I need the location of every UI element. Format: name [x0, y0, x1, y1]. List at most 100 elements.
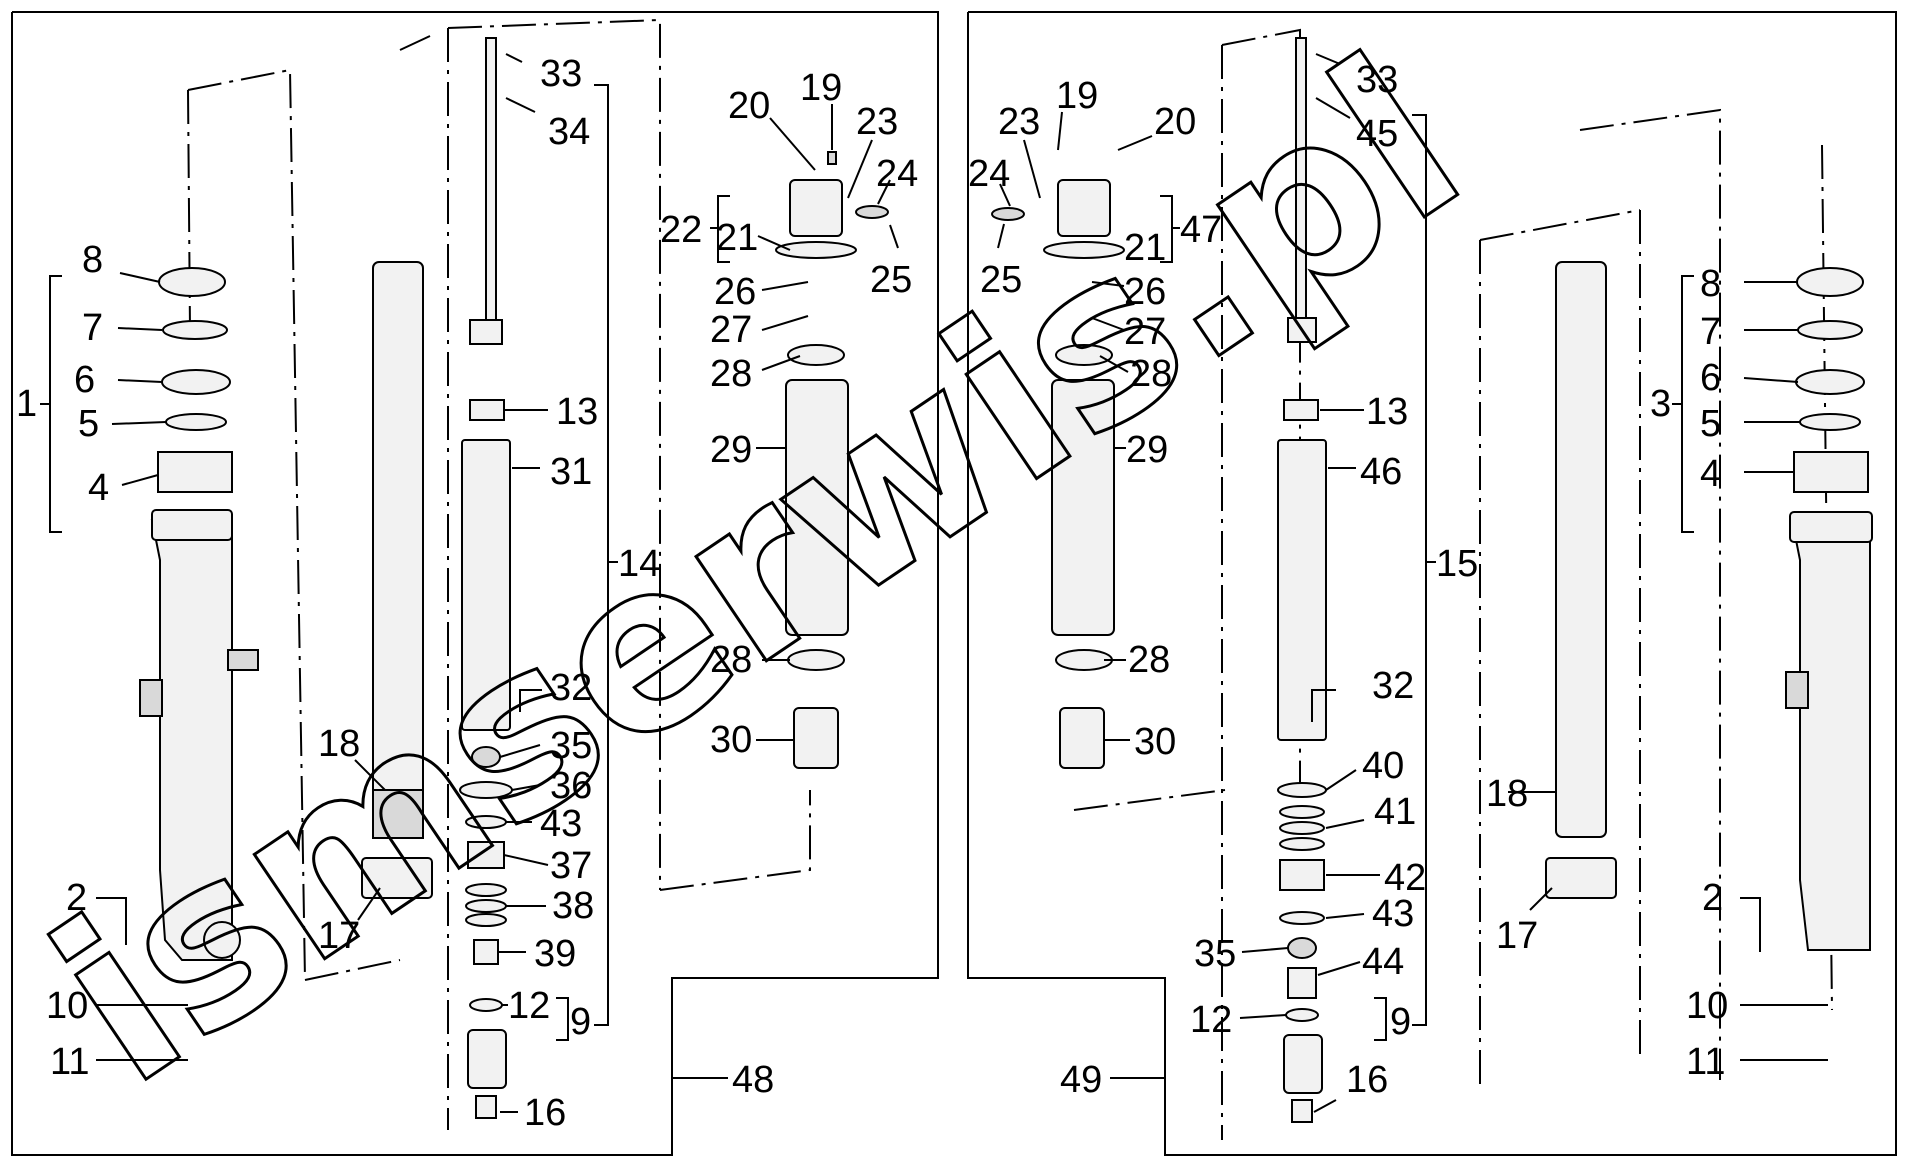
spring-29: [785, 379, 849, 636]
spring-29-r: [1051, 379, 1115, 636]
callout-label: 17: [1496, 915, 1538, 957]
callout-label: 9: [570, 1001, 591, 1043]
callout-label: 18: [1486, 773, 1528, 815]
adjuster-rod-33: [485, 37, 497, 339]
callout-label: 25: [870, 259, 912, 301]
callout-label: 14: [618, 543, 660, 585]
callout-label: 4: [1700, 453, 1721, 495]
callout-label: 28: [710, 639, 752, 681]
callout-label: 20: [728, 85, 770, 127]
callout-label: 15: [1436, 543, 1478, 585]
callout-label: 22: [660, 209, 702, 251]
callout-label: 2: [66, 877, 87, 919]
callout-label: 11: [1686, 1041, 1725, 1083]
stanchion-tube-18-r: [1555, 261, 1607, 838]
spring-24: [855, 205, 889, 219]
callout-label: 3: [1650, 383, 1671, 425]
callout-label: 26: [714, 271, 756, 313]
bottom-cap-9: [467, 1029, 507, 1089]
callout-label: 20: [1154, 101, 1196, 143]
callout-label: 28: [1130, 353, 1172, 395]
callout-label: 33: [540, 53, 582, 95]
callout-label: 32: [1372, 665, 1414, 707]
callout-label: 11: [50, 1041, 89, 1083]
caliper-mount: [139, 679, 163, 717]
callout-label: 30: [710, 719, 752, 761]
callout-label: 45: [1356, 113, 1398, 155]
callout-label: 28: [710, 353, 752, 395]
callout-label: 44: [1362, 941, 1404, 983]
callout-label: 38: [552, 885, 594, 927]
bushing-4-r: [1793, 451, 1869, 493]
callout-label: 27: [1124, 311, 1166, 353]
callout-label: 47: [1180, 209, 1222, 251]
callout-label: 12: [508, 985, 550, 1027]
callout-label: 5: [78, 403, 99, 445]
dust-seal-8-r: [1796, 267, 1864, 297]
callout-label: 40: [1362, 745, 1404, 787]
callout-label: 7: [82, 307, 103, 349]
callout-label: 49: [1060, 1059, 1102, 1101]
callout-label: 35: [550, 725, 592, 767]
callout-label: 27: [710, 309, 752, 351]
callout-label: 13: [1366, 391, 1408, 433]
callout-label: 18: [318, 723, 360, 765]
callout-label: 32: [550, 667, 592, 709]
callout-label: 8: [1700, 263, 1721, 305]
callout-label: 16: [1346, 1059, 1388, 1101]
callout-label: 48: [732, 1059, 774, 1101]
oil-seal-6: [161, 369, 231, 395]
callout-label: 21: [716, 217, 758, 259]
top-cap-47: [1057, 179, 1111, 237]
callout-label: 5: [1700, 403, 1721, 445]
callout-label: 28: [1128, 639, 1170, 681]
callout-label: 4: [88, 467, 109, 509]
callout-label: 24: [876, 153, 918, 195]
bush-16: [475, 1095, 497, 1119]
callout-label: 39: [534, 933, 576, 975]
callout-label: 13: [556, 391, 598, 433]
shims-38: [465, 883, 507, 897]
callout-label: 10: [1686, 985, 1728, 1027]
spring-seat-28a: [787, 344, 845, 366]
callout-label: 23: [998, 101, 1040, 143]
damper-tube-46: [1277, 439, 1327, 741]
callout-label: 19: [800, 67, 842, 109]
spacer-30: [793, 707, 839, 769]
screw-19: [827, 151, 837, 165]
callout-label: 12: [1190, 999, 1232, 1041]
dust-seal-8: [158, 267, 226, 297]
callout-label: 16: [524, 1092, 566, 1134]
callout-label: 42: [1384, 857, 1426, 899]
callout-label: 34: [548, 111, 590, 153]
callout-label: 31: [550, 451, 592, 493]
callout-label: 30: [1134, 721, 1176, 763]
slider-outer-tube-r: [1790, 519, 1871, 951]
callout-label: 36: [550, 765, 592, 807]
callout-label: 26: [1124, 271, 1166, 313]
callout-label: 19: [1056, 75, 1098, 117]
oring-21: [775, 241, 857, 259]
callout-label: 21: [1124, 227, 1166, 269]
right-callouts: 33 45 13 46 15 32 40 41 42 43 35 44 12 9…: [968, 53, 1828, 1113]
callout-label: 6: [1700, 357, 1721, 399]
right-fork-assembly: [991, 28, 1873, 1140]
washer-5: [165, 413, 227, 431]
callout-label: 35: [1194, 933, 1236, 975]
callout-label: 17: [318, 915, 360, 957]
callout-label: 33: [1356, 59, 1398, 101]
left-callouts: 1 8 7 6 5 4 2 10 11 18 17 33 34 13 31 14…: [16, 53, 918, 1134]
callout-label: 7: [1700, 311, 1721, 353]
callout-label: 43: [540, 803, 582, 845]
callout-label: 8: [82, 239, 103, 281]
slider-outer-tube: [150, 519, 233, 961]
callout-label: 29: [1126, 429, 1168, 471]
bushing-4: [157, 451, 233, 493]
callout-label: 2: [1702, 877, 1723, 919]
damper-tube-31: [461, 439, 511, 731]
callout-label: 23: [856, 101, 898, 143]
callout-label: 24: [968, 153, 1010, 195]
callout-label: 10: [46, 985, 88, 1027]
callout-label: 43: [1372, 893, 1414, 935]
